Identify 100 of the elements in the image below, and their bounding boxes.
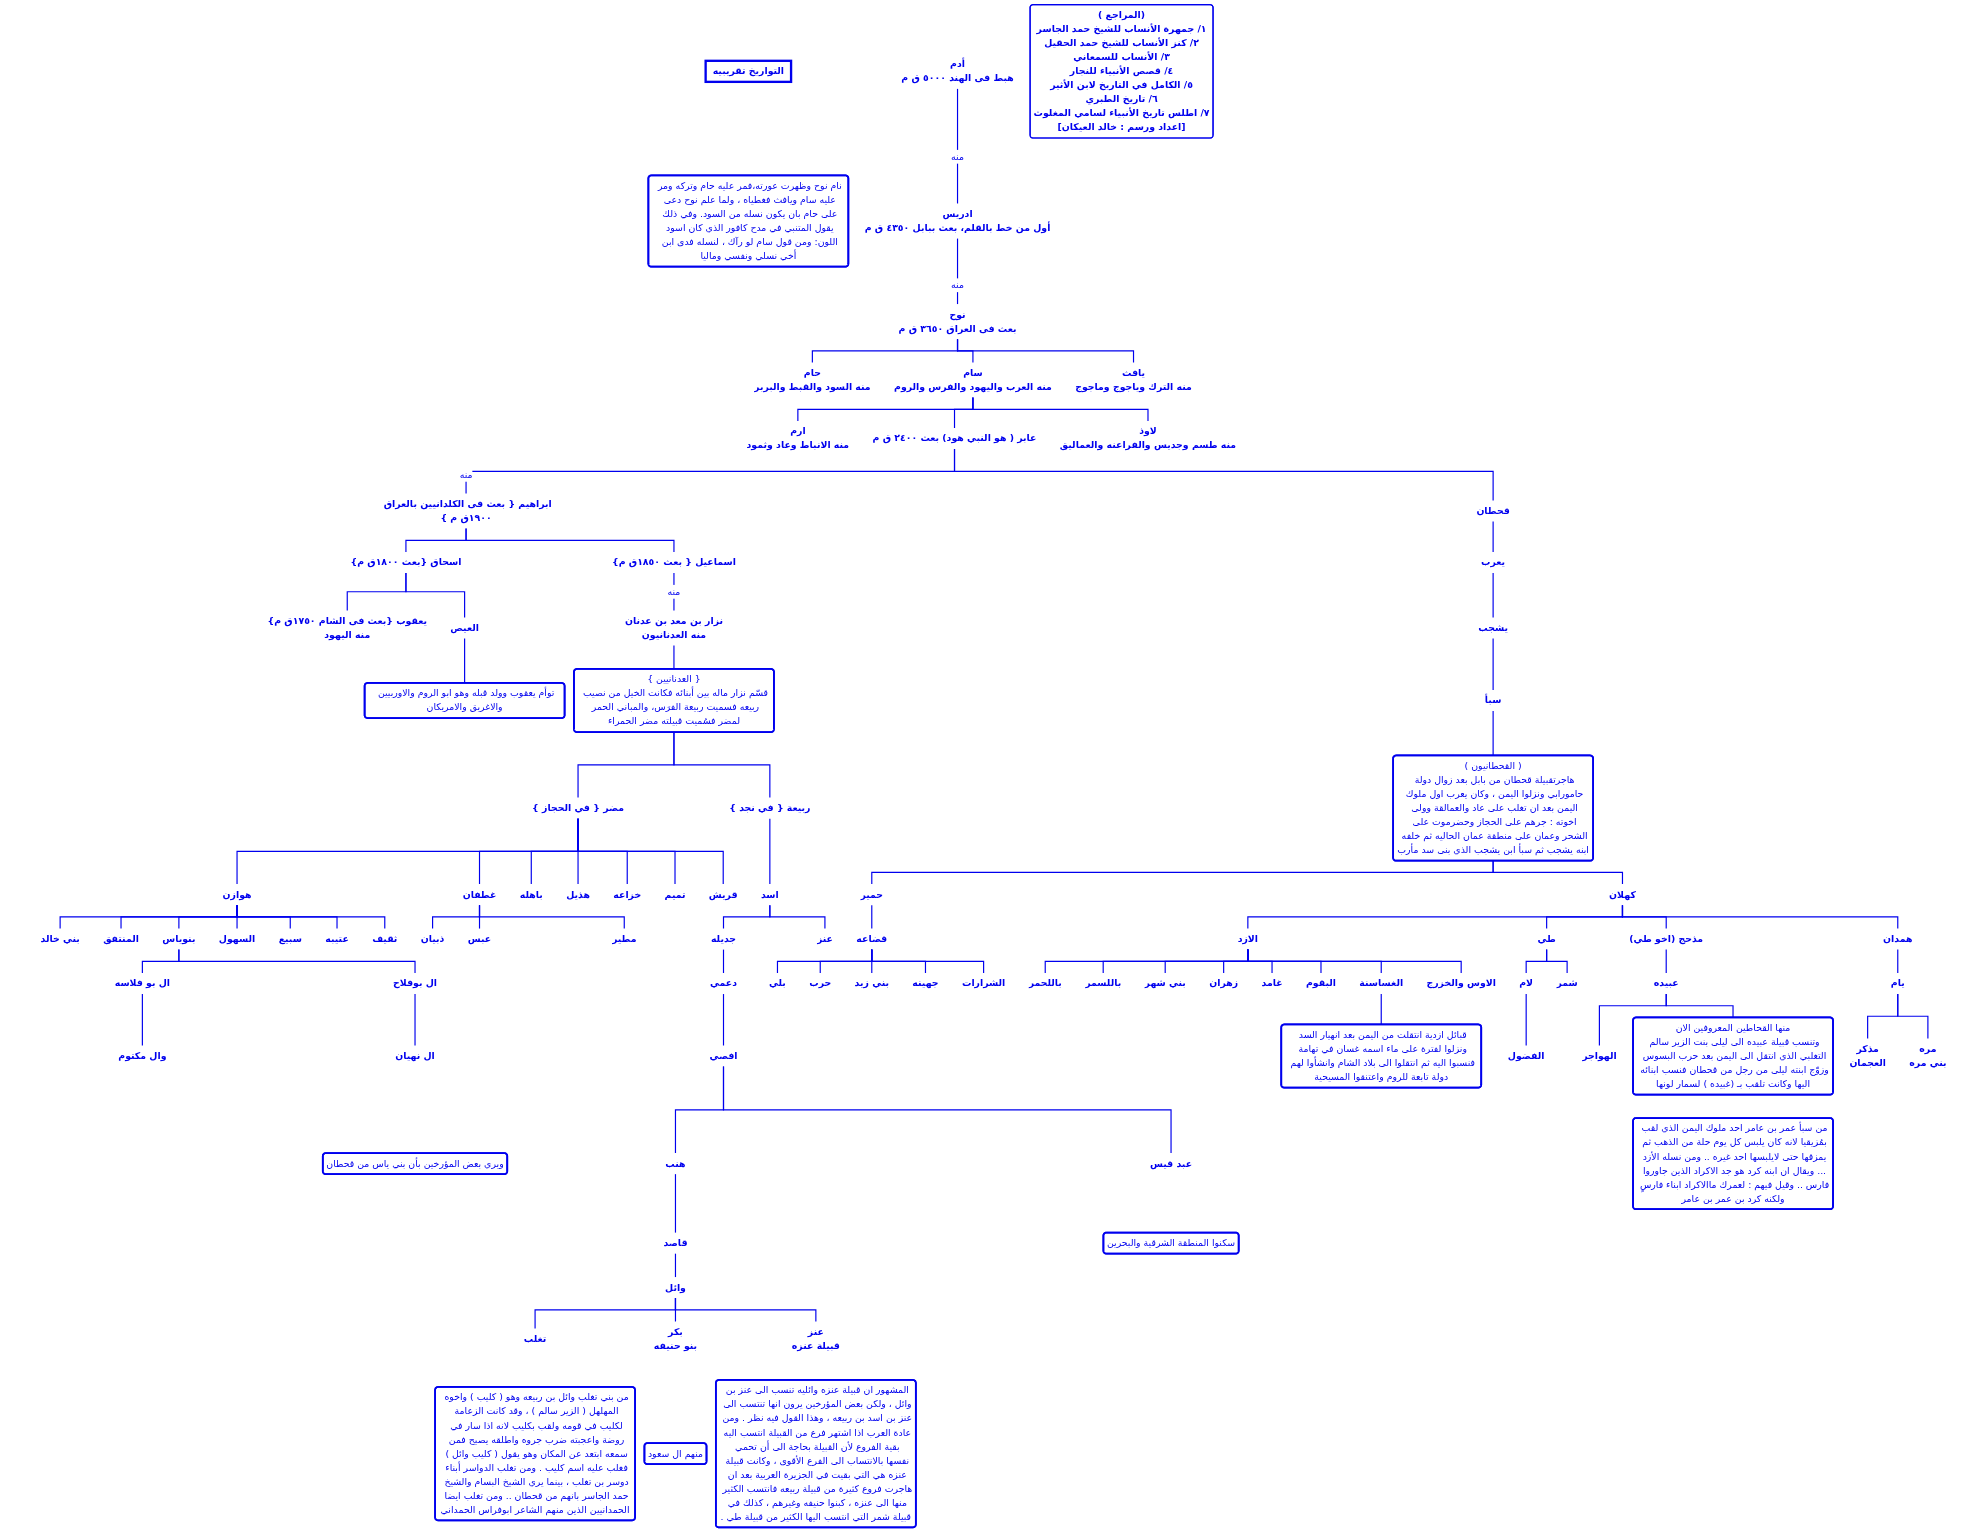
node-label: بعث فى العراق ٣٦٥٠ ق م (898, 322, 1017, 334)
connector (769, 818, 771, 885)
node-text: غطفان (462, 888, 497, 900)
connector (1247, 949, 1462, 974)
connector (405, 572, 466, 619)
connector (956, 238, 959, 305)
node-text: باللحمر (1028, 977, 1062, 989)
node-text: الازد (1237, 933, 1259, 945)
node-text: الاوس والخزرج (1426, 977, 1496, 989)
node-text: حمير (860, 888, 884, 900)
connector (1665, 949, 1667, 974)
node-text: اسحاق {بعث ١٨٠٠ق م} (350, 556, 462, 568)
node-text: عتيبه (325, 933, 349, 945)
node-text: هوازن (222, 888, 252, 900)
node-text: وائل (665, 1281, 686, 1293)
edge-label: منه (951, 150, 964, 162)
node-text: طي (1537, 933, 1556, 945)
node-text: قاصد (663, 1237, 688, 1249)
node-box: التواريخ تقريبيه (704, 59, 793, 84)
node-text: دعمي (710, 977, 737, 989)
connector (464, 637, 466, 684)
connector (1492, 572, 1494, 619)
node-text: الهواجر (1582, 1050, 1617, 1062)
node-text: باللسمر (1085, 977, 1122, 989)
node-text: عبس (467, 933, 492, 945)
node-text: البقوم (1305, 977, 1336, 989)
node-text: اسد (760, 888, 779, 900)
node-text: السهول (218, 933, 256, 945)
node-label: أول من خط بالقلم، بعث ببابل ٤٣٥٠ ق م (864, 222, 1051, 234)
connector (141, 993, 143, 1047)
node-text: سام منه العرب واليهود والفرس والروم (894, 367, 1052, 393)
node-text: مضر { في الحجاز } (532, 802, 624, 814)
node-text: مذحج (اخو طي) (1629, 933, 1704, 945)
node-text: كهلان (1609, 888, 1636, 900)
node-text: حرب (809, 977, 832, 989)
node-text: عبيده (1653, 977, 1679, 989)
connector (1492, 521, 1494, 553)
connector (871, 949, 985, 974)
node-text: يعرب (1481, 556, 1506, 568)
connector (722, 993, 725, 1047)
node-text: مطير (611, 933, 637, 945)
node-text: الغساسنة (1359, 977, 1404, 989)
edge-label: منه (951, 279, 964, 291)
connector (465, 528, 675, 553)
node-text: يشجب (1478, 622, 1508, 634)
connector (1546, 949, 1568, 974)
node-text: يافث منه الترك وياجوج وماجوج (1075, 367, 1192, 393)
node-text: بنوياس (162, 933, 196, 945)
connector (972, 397, 1149, 422)
node-text: شمر (1556, 977, 1578, 989)
node-text: العيص (450, 622, 479, 634)
connector (674, 1297, 817, 1323)
node-text: ربيعة { في نجد } (729, 802, 811, 814)
node-text: قريش (708, 888, 738, 900)
node-text: جديله (710, 933, 737, 945)
node-text: حام منه السود والقبط والبربر (754, 367, 871, 393)
node-text: سبيع (278, 933, 302, 945)
node-text: لاوذ منه طسم وجديس والفراعنه والعماليق (1059, 425, 1237, 451)
connector (871, 904, 873, 930)
connector (1380, 993, 1382, 1026)
node-text: وال مكتوم (118, 1050, 167, 1062)
connector (1525, 993, 1527, 1047)
node-text: هذيل (566, 888, 590, 900)
connector (769, 904, 826, 930)
connector (722, 949, 725, 974)
connector (178, 949, 416, 974)
node-text: تميم (664, 888, 686, 900)
connector (674, 1173, 677, 1234)
connector (1897, 993, 1929, 1040)
node-text: أدم (950, 58, 965, 70)
node-text: همدان (1883, 933, 1913, 945)
edge-label: منه (459, 468, 473, 481)
node-text: ال بوفلاح (393, 977, 437, 989)
connector (956, 88, 959, 205)
node-text: افصي (709, 1050, 738, 1062)
connector (953, 448, 1494, 502)
node-text: لام (1519, 977, 1534, 989)
connector (1492, 637, 1494, 691)
connector (577, 818, 724, 885)
node-text: تغلب (523, 1333, 547, 1345)
node-text: بكر بنو حنيفه (653, 1326, 698, 1352)
edge-label: منه (667, 585, 681, 598)
node-text: اسماعيل { بعث ١٨٥٠ق م} (612, 556, 736, 568)
node-text: ثقيف (372, 933, 398, 945)
node-text: الفضول (1507, 1050, 1545, 1062)
connector (1492, 710, 1494, 757)
connector (1621, 904, 1899, 930)
node-text: نزار بن معد بن عدنان منه العدنانيون (624, 615, 723, 641)
node-text: نوح (949, 308, 966, 320)
node-text: ارم منه الانباط وعاد وثمود (746, 425, 850, 451)
node-text: الشرارات (961, 977, 1006, 989)
node-text: ذبيان (420, 933, 445, 945)
node-text: عنز قبيلة عنزه (791, 1326, 840, 1352)
connector (673, 644, 675, 670)
node-text: بني شهر (1144, 977, 1186, 989)
node-text: عنز (816, 933, 833, 945)
node-text: بني زيد (854, 977, 889, 989)
connector (236, 904, 386, 930)
connector (1492, 860, 1624, 885)
node-text: ال بو فلاسه (114, 977, 171, 989)
